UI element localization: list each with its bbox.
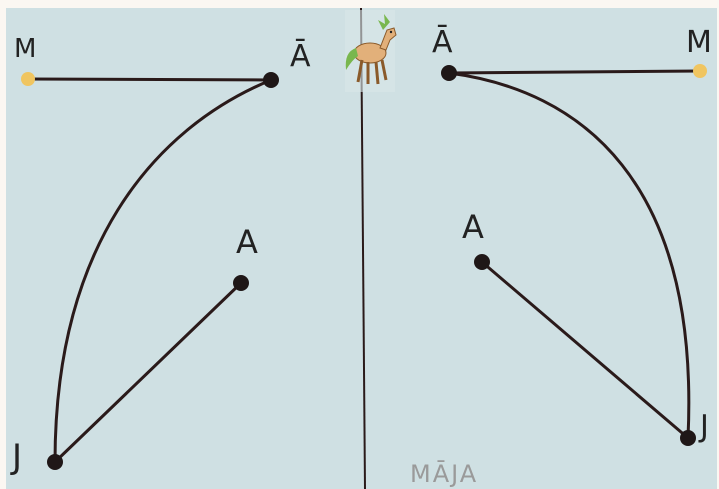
word-caption: MĀJA	[410, 459, 478, 488]
right-dot-j	[680, 430, 696, 446]
right-line-a-macron-to-m	[448, 69, 701, 75]
left-dot-a	[233, 275, 249, 291]
left-curve-a-macron-to-j	[53, 78, 272, 463]
left-label-m: M	[14, 34, 36, 64]
right-start-dot	[693, 64, 707, 78]
left-label-j: J	[10, 437, 22, 477]
right-curve-a-macron-to-j	[448, 71, 691, 439]
horse-icon	[345, 10, 397, 92]
right-label-a-macron: Ā	[432, 24, 453, 60]
right-line-a-to-j	[481, 260, 689, 440]
right-label-m: M	[686, 25, 712, 60]
left-start-dot	[21, 72, 35, 86]
left-tracing-path	[21, 72, 279, 470]
left-line-j-to-a	[53, 281, 243, 464]
right-tracing-path	[441, 64, 707, 446]
right-label-a: A	[462, 208, 484, 246]
left-dot-j	[47, 454, 63, 470]
right-label-j: J	[698, 409, 709, 444]
right-dot-a	[474, 254, 490, 270]
right-dot-a-macron	[441, 65, 457, 81]
left-label-a-macron: Ā	[290, 38, 311, 74]
left-dot-a-macron	[263, 72, 279, 88]
left-line-m-to-a-macron	[27, 77, 272, 82]
left-label-a: A	[236, 223, 258, 261]
